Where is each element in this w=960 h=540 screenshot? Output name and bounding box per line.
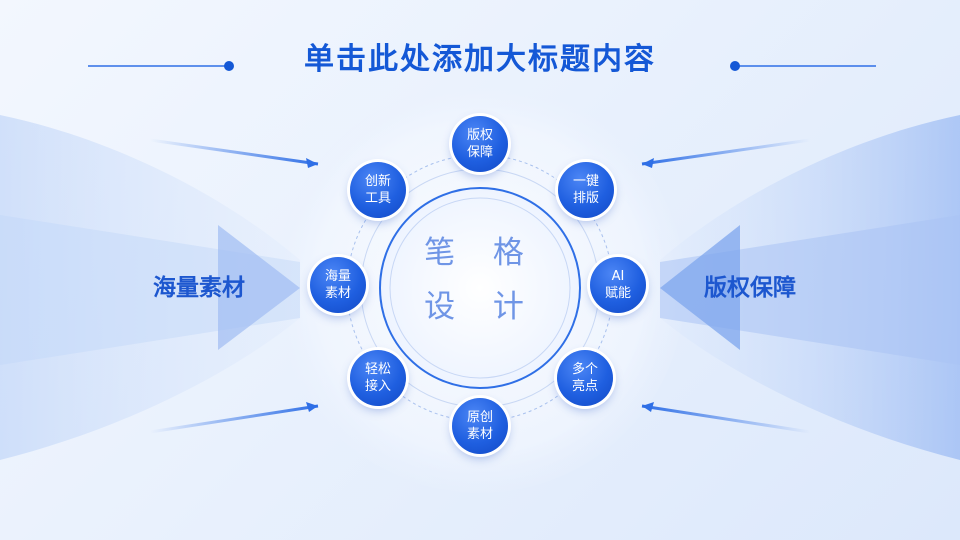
left-arrow-shape — [218, 225, 300, 350]
node-label-line2: 素材 — [466, 427, 493, 442]
node-creative-tools[interactable]: 创新 工具 — [350, 162, 406, 218]
streak-top-right — [641, 138, 811, 166]
node-label-line1: 一键 — [572, 174, 599, 189]
node-label-line2: 排版 — [572, 191, 599, 206]
node-original-material[interactable]: 原创 素材 — [452, 398, 508, 454]
node-label-line1: 版权 — [466, 128, 493, 143]
node-easy-access[interactable]: 轻松 接入 — [350, 350, 406, 406]
right-arrow-shape — [660, 225, 740, 350]
streak-bottom-left — [149, 404, 319, 434]
center-inner-ring — [389, 197, 571, 379]
node-label-line1: AI — [611, 269, 625, 284]
node-label-line1: 原创 — [466, 410, 493, 425]
page-title[interactable]: 单击此处添加大标题内容 — [304, 42, 656, 77]
node-massive-material[interactable]: 海量 素材 — [310, 257, 366, 313]
node-label-line2: 保障 — [466, 145, 493, 160]
node-ai-empower[interactable]: AI 赋能 — [590, 257, 646, 313]
center-circle — [379, 187, 581, 389]
node-label-line1: 创新 — [364, 174, 391, 189]
node-label-line1: 轻松 — [364, 362, 391, 377]
left-funnel-band — [0, 115, 300, 460]
center-text-line2: 设 计 — [424, 289, 538, 325]
node-label-line2: 素材 — [324, 286, 351, 301]
streak-top-left — [149, 138, 319, 166]
node-label-line1: 海量 — [324, 269, 351, 284]
right-side-label: 版权保障 — [704, 275, 796, 301]
node-label-line2: 赋能 — [604, 286, 631, 301]
center-text-line1: 笔 格 — [424, 235, 538, 271]
node-copyright[interactable]: 版权 保障 — [452, 116, 508, 172]
node-label-line2: 接入 — [364, 379, 391, 394]
node-label-line2: 亮点 — [571, 379, 598, 394]
node-label-line1: 多个 — [571, 362, 598, 377]
title-dot-right — [730, 61, 740, 71]
node-one-click-layout[interactable]: 一键 排版 — [558, 162, 614, 218]
streak-bottom-right — [641, 404, 811, 434]
node-label-line2: 工具 — [364, 191, 391, 206]
title-dot-left — [224, 61, 234, 71]
left-side-label: 海量素材 — [153, 275, 245, 301]
node-highlights[interactable]: 多个 亮点 — [557, 350, 613, 406]
